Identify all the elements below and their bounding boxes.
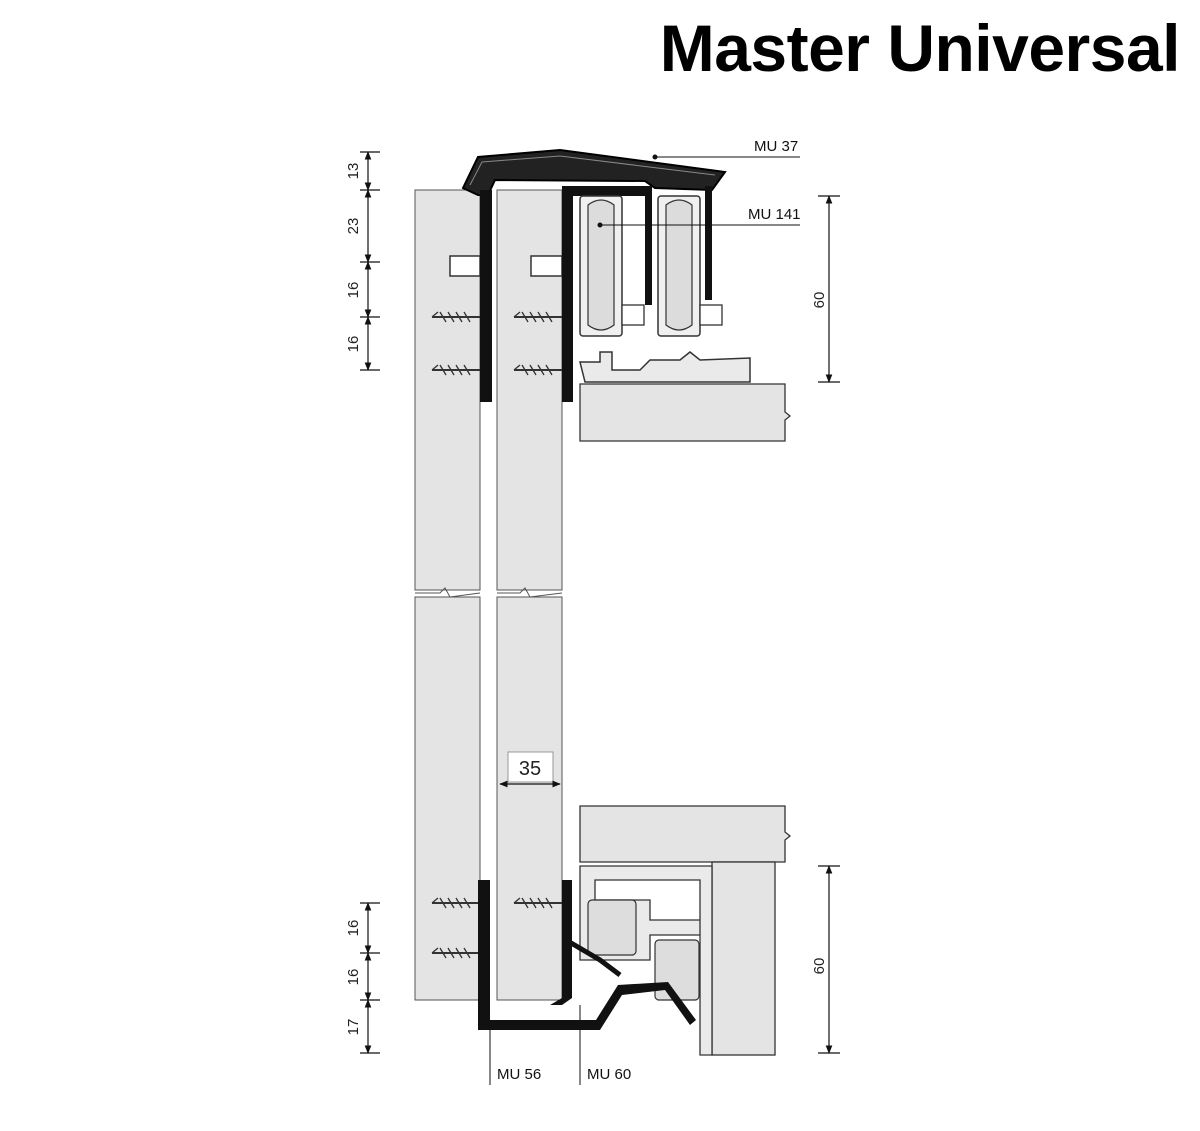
dim-35-box (507, 751, 554, 783)
slot-outer (449, 255, 481, 277)
bottom-shelf (579, 805, 792, 863)
page-title: Master Universal (659, 11, 1181, 85)
profile-mu141 (562, 186, 652, 402)
dim-13: 13 (345, 163, 362, 180)
label-mu37: MU 37 (754, 138, 798, 155)
label-mu56: MU 56 (497, 1066, 541, 1083)
dim-16-bottom-a: 16 (345, 920, 362, 937)
dim-16-bottom-b: 16 (345, 969, 362, 986)
profile-mu56 (478, 880, 696, 1030)
door-panel-inner (496, 189, 563, 1001)
dim-35: 35 (519, 758, 541, 780)
top-shelf (579, 383, 792, 442)
screw-icon (431, 897, 562, 959)
dim-17: 17 (345, 1019, 362, 1036)
label-mu60: MU 60 (587, 1066, 631, 1083)
bottom-rail (579, 865, 713, 1056)
label-mu141: MU 141 (748, 206, 801, 223)
profile-vertical-outer (480, 190, 492, 402)
dim-60-top: 60 (811, 292, 828, 309)
dim-16-top-a: 16 (345, 282, 362, 299)
dim-23: 23 (345, 218, 362, 235)
dimension-right (818, 195, 840, 1054)
bottom-side-panel (711, 861, 776, 1056)
profile-mu60 (550, 880, 572, 1005)
dimension-chain-left (360, 151, 380, 1054)
door-panel-outer (414, 189, 481, 1001)
wheel-icon (579, 195, 723, 337)
leader-lines (489, 154, 800, 1085)
top-rail (579, 351, 751, 383)
dim-60-bottom: 60 (811, 958, 828, 975)
slot-inner (530, 255, 563, 277)
screw-icon (431, 311, 562, 376)
dim-16-top-b: 16 (345, 336, 362, 353)
